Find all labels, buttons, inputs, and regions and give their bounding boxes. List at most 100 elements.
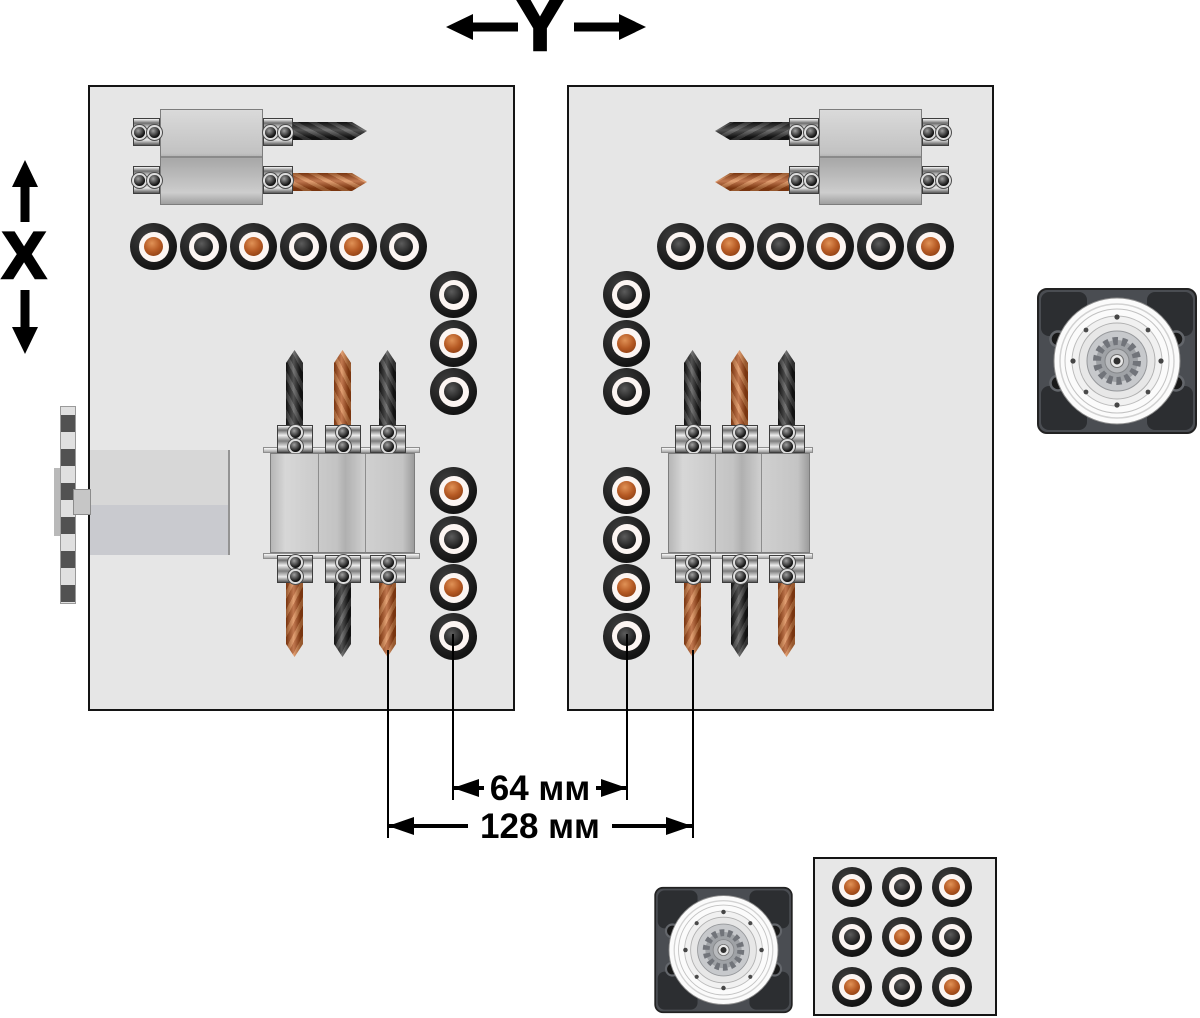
drill-bit-up: [778, 350, 795, 428]
horizontal-double-drill-unit: [715, 108, 949, 206]
drill-chuck-black: [180, 223, 227, 270]
drill-bit-horizontal: [293, 122, 367, 140]
side-aggregate-bottom: [90, 504, 228, 555]
drill-bit-horizontal: [293, 173, 367, 191]
drill-chuck-black: [430, 271, 477, 318]
drill-bit-up: [379, 350, 396, 428]
drill-bit-horizontal: [715, 122, 789, 140]
drill-chuck-grid-block: [813, 857, 997, 1016]
drill-clamp: [769, 555, 805, 583]
drill-chuck-orange: [330, 223, 377, 270]
spindle-motor-top-view: [1037, 287, 1197, 435]
drill-chuck-orange: [603, 564, 650, 611]
drill-bit-horizontal: [715, 173, 789, 191]
drill-bit-down: [334, 580, 351, 657]
drill-chuck-orange: [430, 467, 477, 514]
x-axis-label: X: [1, 218, 48, 292]
drill-chuck-black: [882, 967, 922, 1007]
gearbox-body: [668, 453, 810, 553]
drill-plate-right: [567, 85, 994, 711]
drill-chuck-black: [430, 515, 477, 563]
drill-chuck-orange: [832, 867, 872, 907]
side-aggregate-unit: [90, 450, 230, 555]
drill-clamp: [675, 555, 711, 583]
drill-bit-down: [778, 580, 795, 657]
drill-bit-down: [684, 580, 701, 657]
dimension-label-64mm: 64 мм: [490, 769, 590, 808]
drill-chuck-black: [430, 612, 477, 660]
drill-chuck-orange: [807, 223, 854, 270]
drill-chuck-black: [832, 917, 872, 957]
drill-chuck-black: [280, 223, 327, 270]
drill-chuck-black: [932, 917, 972, 957]
drill-chuck-black: [603, 612, 650, 660]
drill-chuck-black: [657, 223, 704, 270]
drill-chuck-orange: [230, 223, 277, 270]
drill-chuck-black: [603, 271, 650, 318]
drill-bit-down: [731, 580, 748, 657]
drill-chuck-orange: [932, 867, 972, 907]
rack-backplate: [54, 468, 60, 536]
drill-clamp: [370, 555, 406, 583]
drill-bit-up: [286, 350, 303, 428]
x-axis-up-arrow-icon: [12, 160, 38, 222]
drill-clamp: [675, 425, 711, 453]
drill-chuck-black: [757, 223, 804, 270]
drill-chuck-row: [130, 223, 427, 270]
drill-chuck-orange: [430, 319, 477, 367]
drill-bit-down: [286, 580, 303, 657]
y-axis-left-arrow-icon: [446, 14, 518, 40]
drill-plate-left: [88, 85, 515, 711]
x-axis-down-arrow-icon: [12, 290, 38, 354]
drill-chuck-orange: [932, 967, 972, 1007]
drill-bit-up: [684, 350, 701, 428]
drill-bit-up: [334, 350, 351, 428]
spindle-motor-top-view: [654, 886, 793, 1014]
drill-clamp: [370, 425, 406, 453]
rack-bracket: [73, 489, 91, 515]
gearbox-body: [270, 453, 415, 553]
drill-bit-down: [379, 580, 396, 657]
drill-chuck-column: [430, 271, 477, 415]
drill-chuck-orange: [603, 467, 650, 514]
drill-chuck-orange: [130, 223, 177, 270]
triple-drill-gearbox-unit: [262, 350, 422, 657]
drill-chuck-orange: [832, 967, 872, 1007]
drill-chuck-row: [657, 223, 954, 270]
drill-chuck-orange: [603, 319, 650, 367]
drill-clamp: [277, 425, 313, 453]
drill-chuck-orange: [430, 564, 477, 611]
drill-clamp: [133, 118, 160, 146]
drill-clamp: [789, 166, 819, 194]
gearbox-body: [160, 109, 263, 205]
drill-clamp: [789, 118, 819, 146]
triple-drill-gearbox-unit: [658, 350, 815, 657]
drill-chuck-orange: [882, 917, 922, 957]
drill-chuck-black: [380, 223, 427, 270]
drill-clamp: [325, 425, 361, 453]
y-axis-label: Y: [513, 0, 568, 67]
drill-chuck-black: [857, 223, 904, 270]
drill-clamp: [133, 166, 160, 194]
drill-clamp: [922, 118, 949, 146]
drill-clamp: [722, 555, 758, 583]
y-axis-right-arrow-icon: [574, 14, 646, 40]
drill-clamp: [263, 118, 293, 146]
drill-clamp: [922, 166, 949, 194]
drill-clamp: [769, 425, 805, 453]
side-aggregate-top: [90, 450, 228, 506]
drill-chuck-black: [603, 368, 650, 415]
dimension-label-128mm: 128 мм: [480, 807, 600, 846]
drill-chuck-column: [430, 467, 477, 660]
drill-bit-up: [731, 350, 748, 428]
drill-clamp: [325, 555, 361, 583]
drill-clamp: [277, 555, 313, 583]
drill-chuck-orange: [907, 223, 954, 270]
drill-chuck-column: [603, 271, 650, 415]
drill-chuck-black: [430, 368, 477, 415]
horizontal-double-drill-unit: [133, 108, 367, 206]
drill-clamp: [722, 425, 758, 453]
gearbox-body: [819, 109, 922, 205]
drill-clamp: [263, 166, 293, 194]
